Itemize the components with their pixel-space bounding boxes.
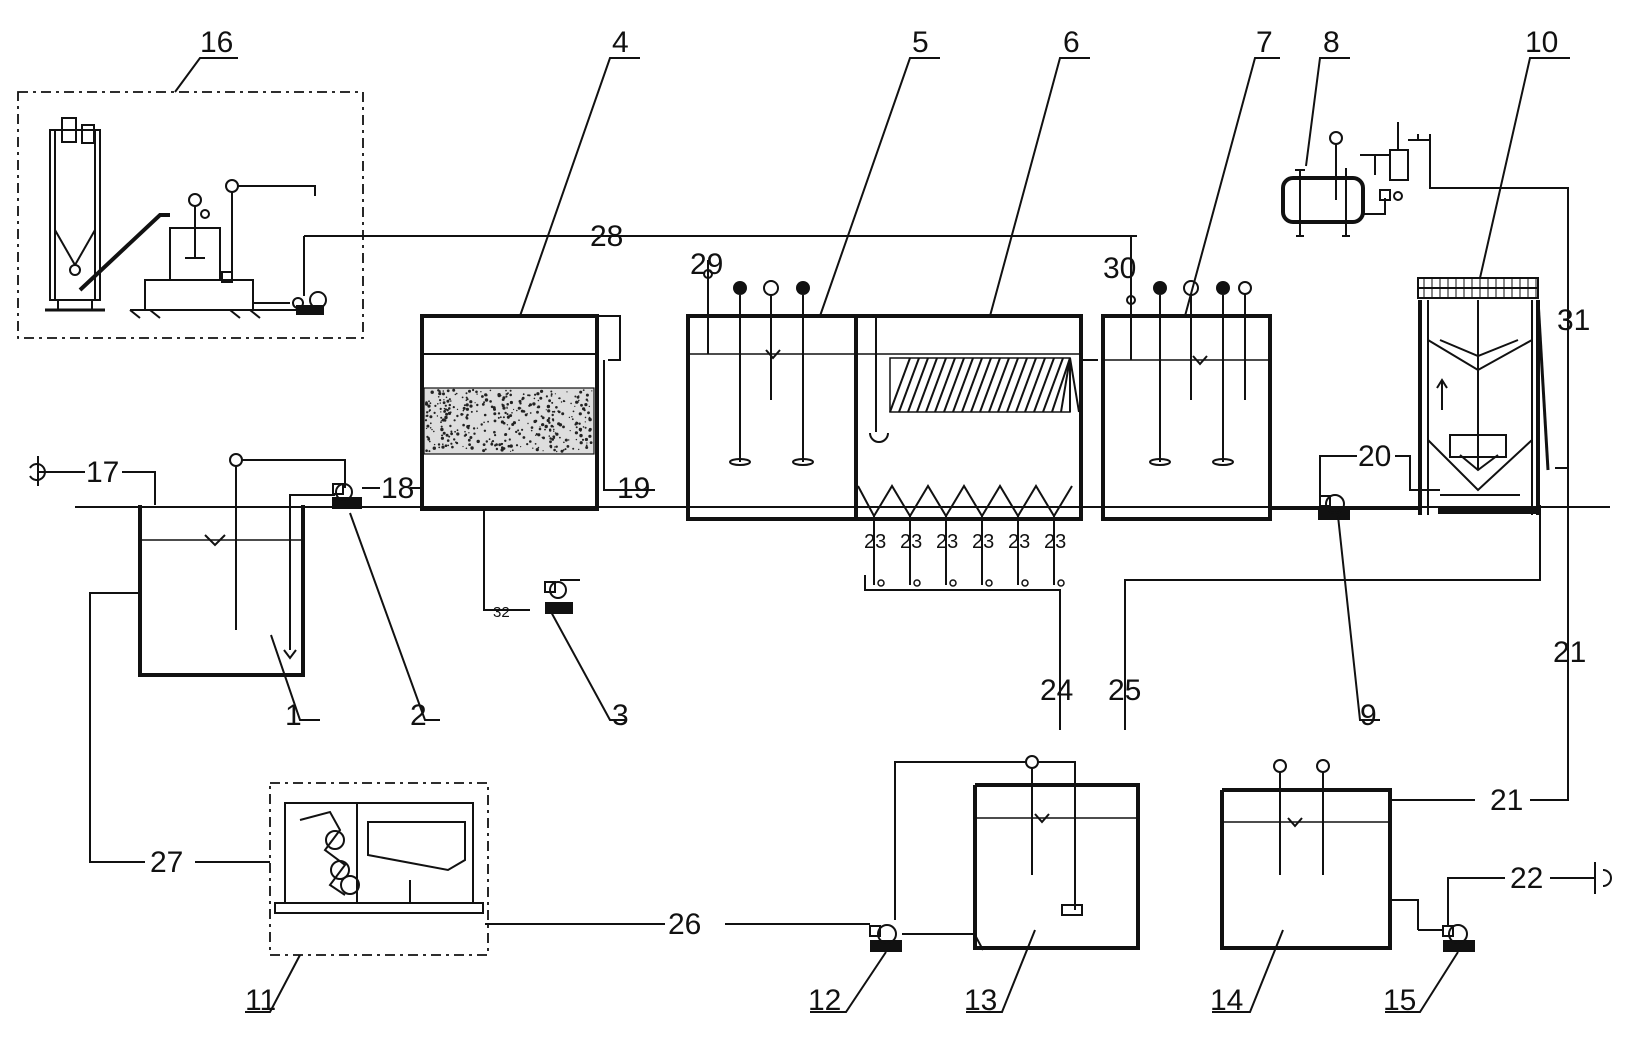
callout-leaders: [174, 57, 1570, 1013]
pipe-label-31: 31: [1557, 304, 1590, 337]
sedimentation-tank-6: [854, 314, 1098, 521]
lime-silo: [45, 117, 105, 312]
callout-3: 3: [612, 699, 629, 732]
reaction-tank-7: [1101, 235, 1272, 521]
callout-15: 15: [1383, 984, 1416, 1017]
pipe-label-25: 25: [1108, 674, 1141, 707]
pipe-label-21a: 21: [1553, 636, 1586, 669]
lift-pump-2: [332, 483, 362, 509]
sludge-pipe-24: [864, 575, 1061, 730]
dosing-system-boundary: [17, 91, 364, 339]
pipe-label-32: 32: [493, 604, 510, 621]
reaction-tank-5: [686, 260, 858, 521]
callout-labels: 1 2 3 4 5 6 7 8 9 10 11 12 13 14 15 16: [200, 26, 1558, 1017]
valve-label-23: 23: [1008, 531, 1030, 553]
pipe-20-a: [1319, 455, 1357, 500]
clean-water-tank-14: [1220, 759, 1475, 950]
pipe-label-28: 28: [590, 220, 623, 253]
pipe-label-27: 27: [150, 846, 183, 879]
pipe-label-21b: 21: [1490, 784, 1523, 817]
callout-4: 4: [612, 26, 629, 59]
callout-14: 14: [1210, 984, 1243, 1017]
pipe-label-22: 22: [1510, 862, 1543, 895]
valve-label-23: 23: [900, 531, 922, 553]
pressure-vessel-8: [1281, 122, 1431, 237]
sludge-valves: 23 23 23 23 23 23: [864, 516, 1066, 587]
filter-media-grain: [424, 388, 593, 453]
inclined-plates: [889, 357, 1080, 413]
pipe-label-19: 19: [617, 472, 650, 505]
callout-7: 7: [1256, 26, 1273, 59]
callout-11: 11: [245, 984, 276, 1017]
pipe-label-20: 20: [1358, 440, 1391, 473]
pipe-labels: 17 18 19 20 21 21 22 24 25 26 27 28 29 3…: [86, 220, 1590, 941]
dosing-system-group: [17, 91, 1130, 339]
sludge-pump-12: [869, 924, 902, 952]
valve-label-23: 23: [1044, 531, 1066, 553]
pipe-19-line: [603, 360, 655, 491]
filter-media: [423, 387, 595, 455]
backwash-pump-3: [544, 579, 580, 614]
callout-12: 12: [808, 984, 841, 1017]
filter-press-group: [269, 782, 489, 956]
collection-tank: [138, 453, 346, 677]
pipe-27-b: [89, 592, 145, 863]
valve-label-23: 23: [936, 531, 958, 553]
callout-1: 1: [285, 699, 302, 732]
filter-tank-4: [420, 314, 655, 611]
valve-label-23: 23: [864, 531, 886, 553]
ground-hatch: [129, 309, 261, 319]
callout-13: 13: [964, 984, 997, 1017]
backwash-pipe: [483, 507, 530, 611]
pipe-label-24: 24: [1040, 674, 1073, 707]
callout-16: 16: [200, 26, 233, 59]
callout-8: 8: [1323, 26, 1340, 59]
pipe-label-26: 26: [668, 908, 701, 941]
outlet-pump-15: [1442, 924, 1475, 952]
pipe-label-30: 30: [1103, 252, 1136, 285]
inlet-pipe-17: [29, 456, 156, 505]
callout-9: 9: [1360, 699, 1377, 732]
sludge-tank-13: [894, 755, 1140, 951]
clarifier-10: [1417, 277, 1550, 515]
callout-6: 6: [1063, 26, 1080, 59]
valve-label-23: 23: [972, 531, 994, 553]
pipe-20-b: [1395, 455, 1440, 491]
callout-5: 5: [912, 26, 929, 59]
dosing-tank: [144, 179, 254, 311]
silo-feed-pipe: [78, 213, 170, 292]
pipe-22-a: [1447, 877, 1505, 926]
pipe-21: [1429, 140, 1569, 801]
pump-9: [1318, 494, 1350, 520]
dosing-pump: [292, 236, 327, 315]
pipe-label-29: 29: [690, 248, 723, 281]
callout-2: 2: [410, 699, 427, 732]
pipe-25: [1124, 505, 1541, 730]
pipe-label-18: 18: [381, 472, 414, 505]
callout-10: 10: [1525, 26, 1558, 59]
dosing-return-pipe: [238, 185, 316, 196]
pipe-label-17: 17: [86, 456, 119, 489]
